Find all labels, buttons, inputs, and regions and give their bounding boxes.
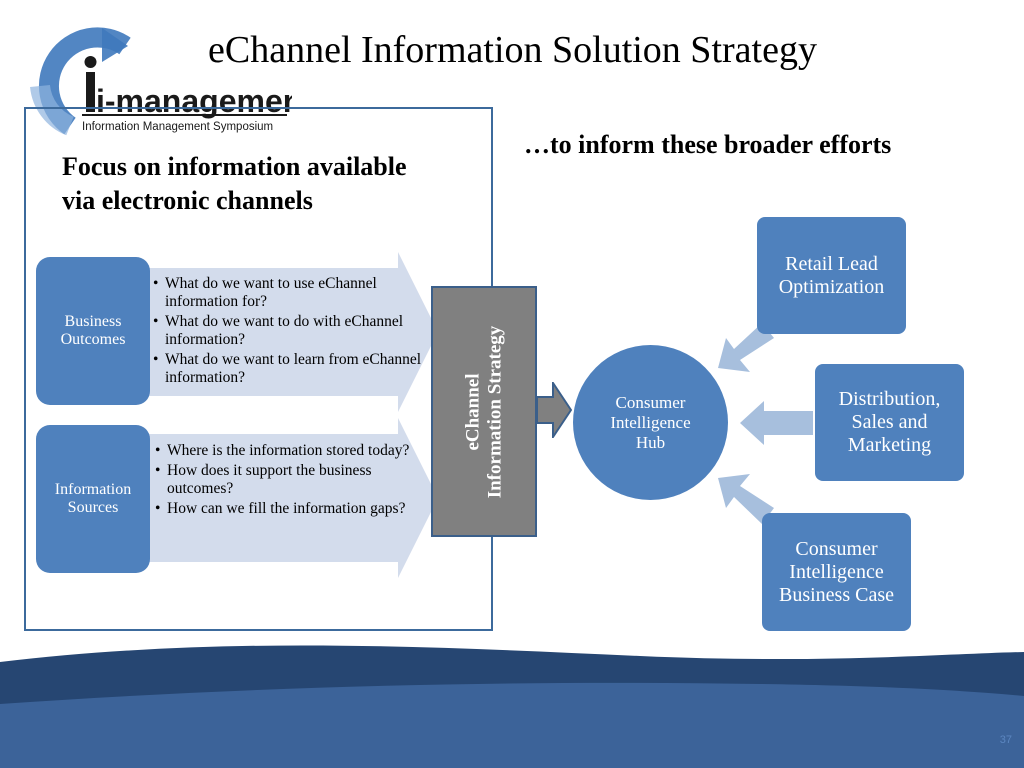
slide-title: eChannel Information Solution Strategy	[208, 29, 817, 71]
list-item: How can we fill the information gaps?	[154, 500, 424, 518]
consumer-intelligence-hub: Consumer Intelligence Hub	[573, 345, 728, 500]
hub-label: Consumer Intelligence Hub	[610, 392, 691, 452]
retail-lead-optimization-box: Retail Lead Optimization	[757, 217, 906, 334]
distribution-sales-marketing-box: Distribution, Sales and Marketing	[815, 364, 964, 481]
page-number: 37	[999, 734, 1012, 746]
retail-to-hub-arrow	[718, 323, 774, 372]
information-sources-list: Where is the information stored today? H…	[154, 442, 424, 520]
business-outcomes-box: Business Outcomes	[36, 257, 150, 405]
list-item: What do we want to use eChannel informat…	[152, 275, 422, 311]
echannel-strategy-label: eChannel Information Strategy	[431, 286, 537, 537]
focus-heading: Focus on information available via elect…	[62, 152, 407, 215]
list-item: What do we want to learn from eChannel i…	[152, 351, 422, 387]
logo-brand-text: i-management	[96, 83, 292, 119]
distribution-label: Distribution, Sales and Marketing	[838, 388, 941, 456]
i-management-logo: i-management Information Management Symp…	[30, 26, 313, 136]
case-to-hub-arrow	[718, 474, 774, 524]
list-item: Where is the information stored today?	[154, 442, 424, 460]
list-item: How does it support the business outcome…	[154, 462, 424, 498]
inform-heading: …to inform these broader efforts	[524, 130, 892, 159]
list-item: What do we want to do with eChannel info…	[152, 313, 422, 349]
strategy-line-1: eChannel	[462, 372, 483, 451]
information-sources-box: Information Sources	[36, 425, 150, 573]
business-case-box: Consumer Intelligence Business Case	[762, 513, 911, 631]
bottom-wave-decoration	[0, 645, 1024, 768]
business-outcomes-list: What do we want to use eChannel informat…	[152, 275, 422, 389]
strategy-to-hub-arrow	[536, 382, 572, 438]
distribution-to-hub-arrow	[740, 401, 813, 445]
strategy-line-2: Information Strategy	[484, 325, 505, 498]
logo-tagline: Information Management Symposium	[82, 121, 273, 133]
business-case-label: Consumer Intelligence Business Case	[779, 537, 894, 606]
retail-label: Retail Lead Optimization	[778, 252, 885, 298]
